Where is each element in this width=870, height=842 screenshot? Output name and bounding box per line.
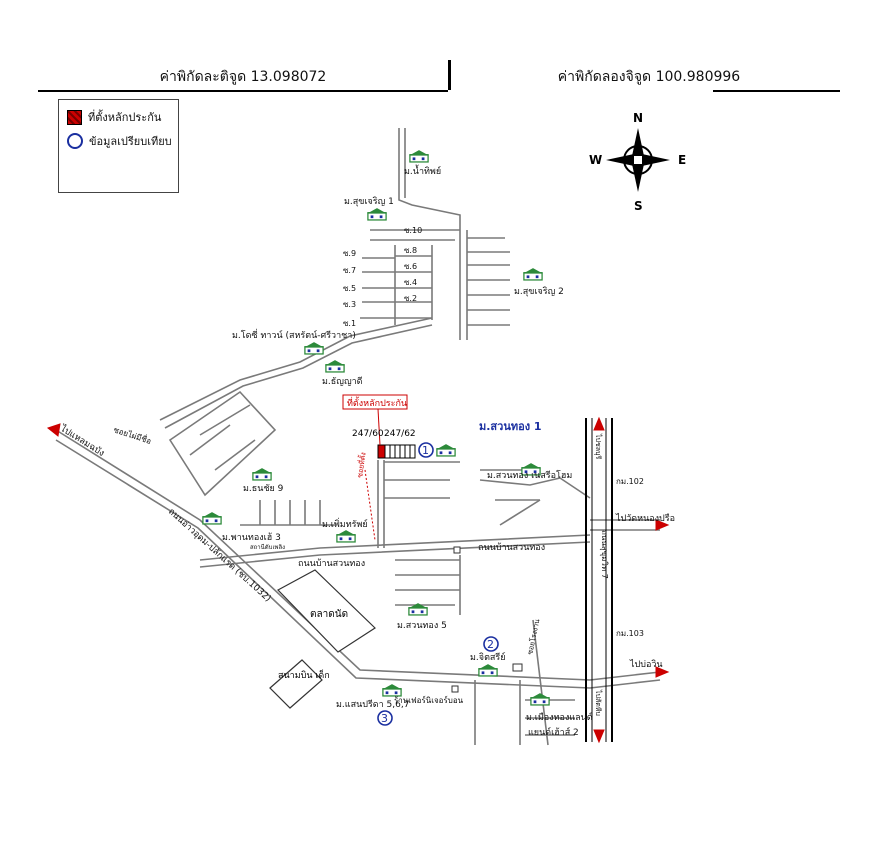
site-callout: ที่ตั้งหลักประกัน [347,396,407,409]
soi-10: ซ.10 [404,226,422,235]
playground-landmark: สนามบิน เด็ก [269,659,330,709]
soi-5: ซ.5 [343,284,356,293]
label-thanyadee: ม.ธัญญาดี [322,376,363,387]
compass-n: N [633,111,643,125]
marker-3: 3 [381,712,388,725]
longitude-label: ค่าพิกัดลองจิจูด 100.980996 [557,69,741,85]
label-phantong3: ม.พานทองเฮ้ 3 [222,532,281,543]
site-plot-red [377,444,386,459]
other-landmarks: กม.102 กม.103 ร้านเฟอร์นิเจอร์บอน สถานีด… [250,477,644,705]
soi-9: ซ.9 [343,249,356,258]
km-102: กม.102 [616,477,644,486]
to-laem-chabang: ไปแหลมฉบัง [58,423,107,459]
road-network [55,128,661,746]
label-sukcharoen1: ม.สุขเจริญ 1 [344,196,394,207]
header-rule-left [38,90,448,92]
soi-right: ซอยโรงงาน [525,618,541,655]
station-label: สถานีดับเพลิง [250,543,285,551]
soi-8: ซ.8 [404,246,417,255]
village-labels: ม.น้ำทิพย์ ม.สุขเจริญ 1 ม.สุขเจริญ 2 ม.โ… [222,164,593,738]
header-rule-right [713,90,840,92]
comparison-circle-icon [67,133,83,149]
to-chonburi: ไปชลบุรี [594,433,603,459]
km-103: กม.103 [616,629,644,638]
soi-4: ซ.4 [404,278,417,287]
header-divider [448,60,451,90]
small-building-icon [453,546,461,554]
road-suanthong-west: ถนนบ้านสวนทอง [298,558,365,569]
sukhumvit-road [585,418,613,742]
soi-6: ซ.6 [404,262,417,271]
label-suanthong5: ม.สวนทอง 5 [397,621,447,631]
legend-site-label: ที่ตั้งหลักประกัน [88,111,162,124]
label-suanthong1: ม.สวนทอง 1 [479,420,542,433]
label-saenprika: ม.แสนปรีดา 5,6,7 [336,699,409,710]
shop-icon [451,685,459,693]
compass-s: S [634,199,643,213]
label-muangtong-sub: แยนด์เฮ้าส์ 2 [528,726,579,738]
soi-7: ซ.7 [343,266,356,275]
direction-labels: ไปแหลมฉบัง ไปวัดหนองปรือ ไปบ่อวิน ไปชลบุ… [58,423,675,716]
to-sattahip: ไปสัตหีบ [594,689,603,716]
coordinate-header: ค่าพิกัดละติจูด 13.098072 ค่าพิกัดลองจิจ… [38,60,840,92]
soi-2: ซ.2 [404,294,417,303]
road-suanthong-east: ถนนบ้านสวนทอง [478,542,545,553]
soi-3: ซ.3 [343,300,356,309]
furniture-shop: ร้านเฟอร์นิเจอร์บอน [394,695,464,705]
legend-site: ที่ตั้งหลักประกัน [67,108,161,126]
legend-comparison: ข้อมูลเปรียบเทียบ [67,132,172,150]
market-landmark: ตลาดนัด [277,569,376,653]
compass-rose-icon: N S W E [589,111,686,213]
map-legend: ที่ตั้งหลักประกัน ข้อมูลเปรียบเทียบ [58,99,179,193]
soi-1: ซ.1 [343,319,356,328]
collateral-site: ที่ตั้งหลักประกัน 247/60 247/62 [342,394,416,541]
to-wat-nong-pru: ไปวัดหนองปรือ [615,513,675,524]
marker-1: 1 [422,444,429,457]
label-suanthong-nesri: ม.สวนทอง เนสรีอโฮม [487,470,572,481]
label-sukcharoen2: ม.สุขเจริญ 2 [514,286,564,297]
compass-w: W [589,153,602,167]
legend-comparison-label: ข้อมูลเปรียบเทียบ [89,135,172,148]
soi-thanachai: ซอยไผ่มีชื่อ [112,423,153,446]
plot-247-62: 247/62 [384,429,416,439]
site-swatch-icon [67,109,82,125]
label-chittarin: ม.จิตสรีย์ [470,651,506,663]
label-thanachai9: ม.ธนชัย 9 [243,484,284,494]
label-phiumsap: ม.เพิ่มทรัพย์ [322,517,368,530]
market-label: ตลาดนัด [310,609,348,620]
comparison-markers: 1 2 3 [377,442,499,726]
plot-247-60: 247/60 [352,429,384,439]
playground-label: สนามบิน เด็ก [278,668,330,681]
road-sukhumvit: ถนนสุขุมวิท 7 [600,530,609,579]
marker-2: 2 [487,638,494,651]
latitude-label: ค่าพิกัดละติจูด 13.098072 [159,69,327,85]
soi-labels: ซ.10 ซ.9 ซ.8 ซ.7 ซ.6 ซ.5 ซ.4 ซ.3 ซ.2 ซ.1 [343,226,422,328]
label-dolphin: ม.โดซี่ ทาวน์ (สหรัตน์-ศรีวาชา) [232,328,356,341]
building-icon [512,663,523,672]
direction-arrows [46,416,670,744]
label-muangtong: ม.เมืองทองแลนด์ [526,711,593,723]
to-bo-win: ไปบ่อวิน [629,659,663,670]
compass-e: E [678,153,686,167]
label-namthip: ม.น้ำทิพย์ [404,164,441,177]
